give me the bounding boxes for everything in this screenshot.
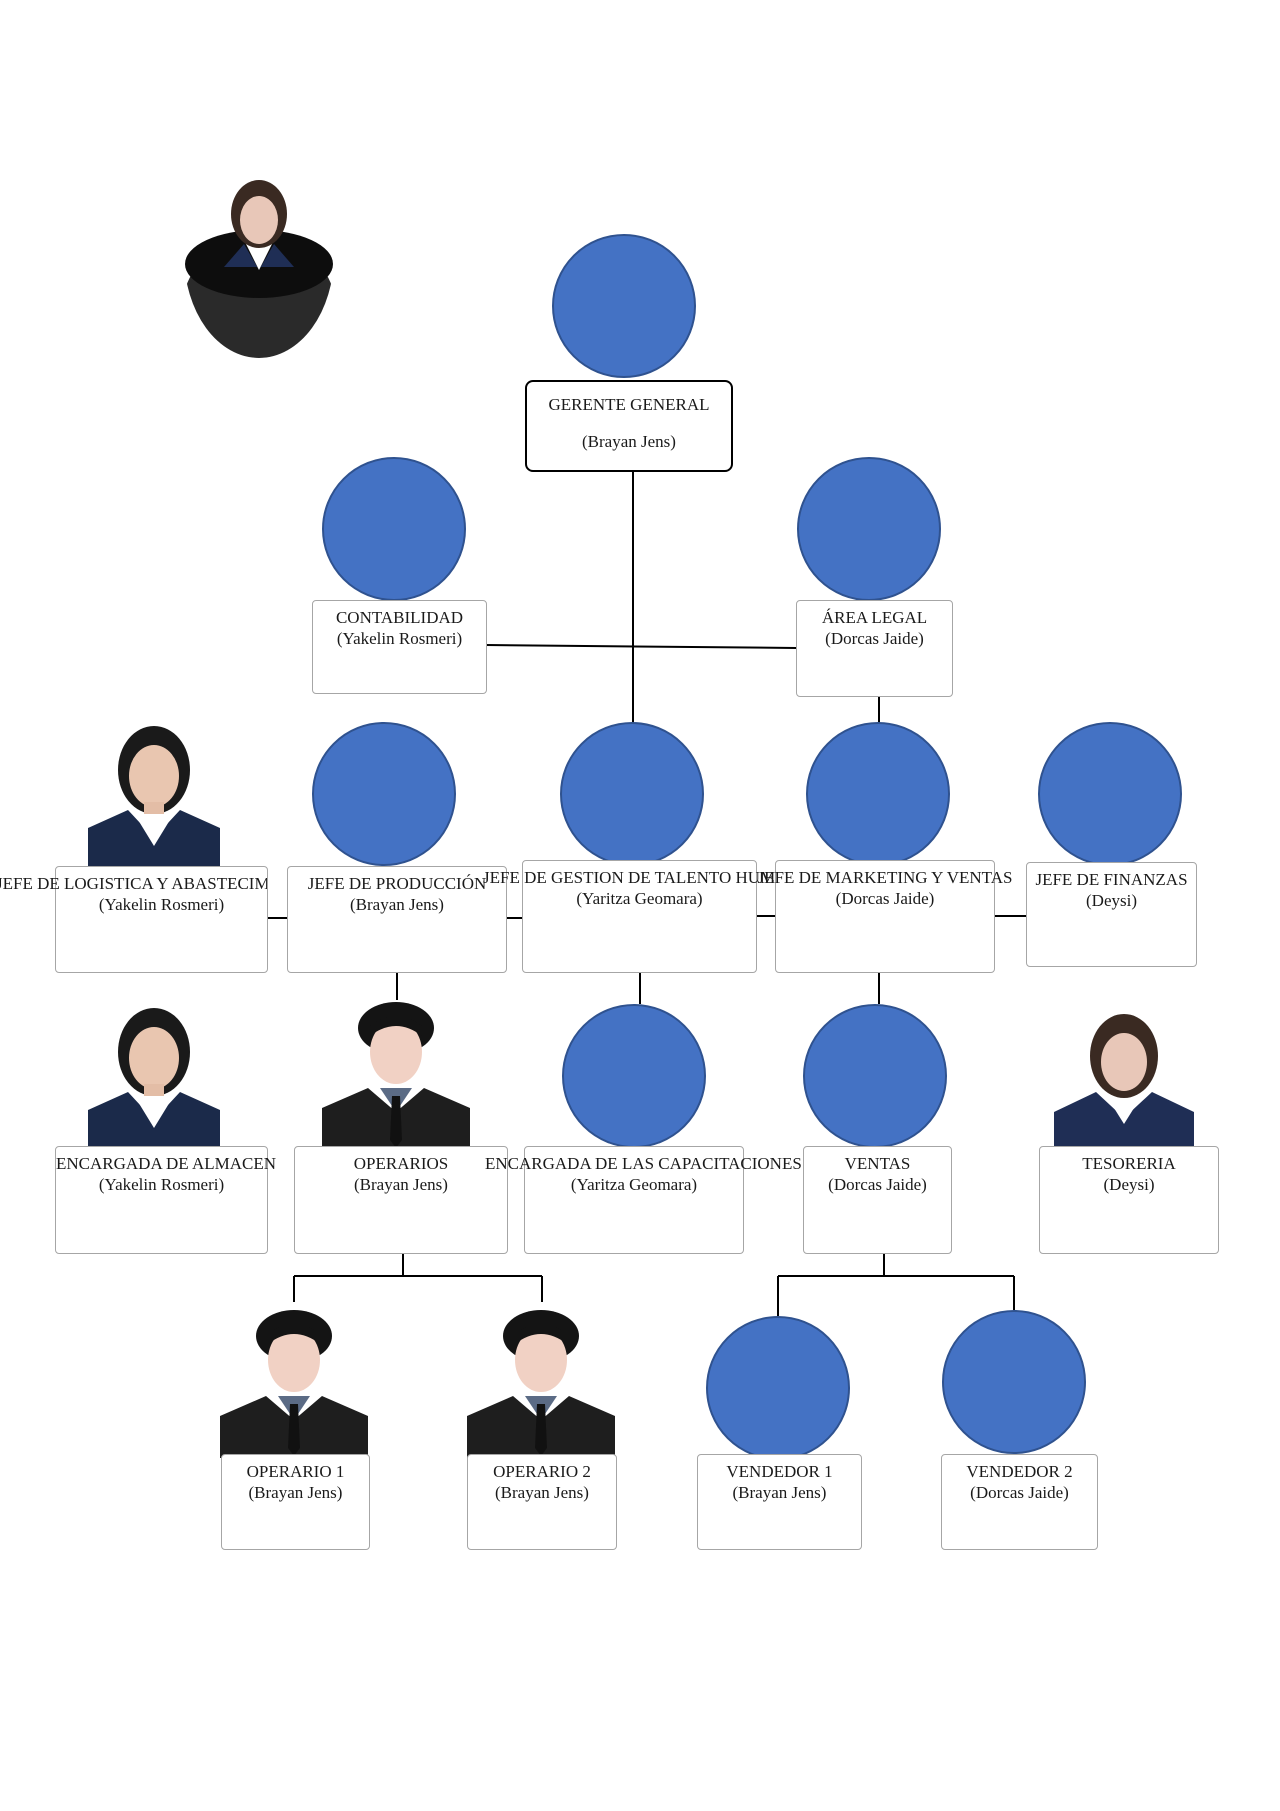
node-role: VENDEDOR 2	[966, 1462, 1073, 1481]
avatar-jefe-marketing	[806, 722, 950, 866]
node-jefe-logistica[interactable]: JEFE DE LOGISTICA Y ABASTECIMIENTO (Yake…	[0, 866, 268, 973]
node-role: JEFE DE GESTION DE TALENTO HUMANO	[483, 868, 813, 887]
node-vendedor-1[interactable]: VENDEDOR 1 (Brayan Jens)	[697, 1454, 862, 1550]
node-encargada-almacen[interactable]: ENCARGADA DE ALMACEN (Yakelin Rosmeri)	[55, 1146, 277, 1254]
node-jefe-marketing[interactable]: JEFE DE MARKETING Y VENTAS (Dorcas Jaide…	[758, 860, 1012, 973]
node-vendedor-2[interactable]: VENDEDOR 2 (Dorcas Jaide)	[941, 1454, 1098, 1550]
node-name: (Yaritza Geomara)	[576, 889, 703, 908]
node-role: VENTAS	[844, 1154, 911, 1173]
portrait-photo-tesoreria	[1050, 1000, 1198, 1150]
avatar-jefe-finanzas	[1038, 722, 1182, 866]
avatar-jefe-talento-humano	[560, 722, 704, 866]
node-jefe-produccion[interactable]: JEFE DE PRODUCCIÓN (Brayan Jens)	[287, 866, 507, 973]
node-role: VENDEDOR 1	[726, 1462, 833, 1481]
portrait-photo-logistica	[80, 718, 228, 868]
node-role: JEFE DE MARKETING Y VENTAS	[757, 868, 1013, 887]
node-role: OPERARIO 2	[493, 1462, 591, 1481]
node-operarios[interactable]: OPERARIOS (Brayan Jens)	[294, 1146, 508, 1254]
node-encargada-capacitaciones[interactable]: ENCARGADA DE LAS CAPACITACIONES (Yaritza…	[485, 1146, 802, 1254]
node-role: GERENTE GENERAL	[548, 395, 710, 414]
node-name: (Dorcas Jaide)	[825, 629, 924, 648]
portrait-photo-almacen	[80, 1000, 228, 1150]
avatar-ventas	[803, 1004, 947, 1148]
avatar-area-legal	[797, 457, 941, 601]
node-name: (Yakelin Rosmeri)	[98, 895, 225, 914]
node-name: (Yakelin Rosmeri)	[336, 629, 463, 648]
node-tesoreria[interactable]: TESORERIA (Deysi)	[1039, 1146, 1219, 1254]
node-role: JEFE DE FINANZAS	[1035, 870, 1188, 889]
node-name: (Brayan Jens)	[354, 1175, 448, 1194]
portrait-photo-operario-1	[220, 1308, 368, 1458]
node-name: (Deysi)	[1086, 891, 1137, 910]
node-name: (Dorcas Jaide)	[828, 1175, 927, 1194]
node-role: CONTABILIDAD	[335, 608, 464, 627]
node-name: (Dorcas Jaide)	[835, 889, 935, 908]
node-jefe-finanzas[interactable]: JEFE DE FINANZAS (Deysi)	[1026, 862, 1197, 967]
node-name: (Yakelin Rosmeri)	[98, 1175, 225, 1194]
node-role: OPERARIO 1	[246, 1462, 345, 1481]
node-role: ENCARGADA DE ALMACEN	[56, 1154, 277, 1173]
portrait-photo-operarios	[322, 1000, 470, 1150]
portrait-photo-operario-2	[467, 1308, 615, 1458]
node-name: (Yaritza Geomara)	[570, 1175, 698, 1194]
node-gerente-general[interactable]: GERENTE GENERAL (Brayan Jens)	[525, 380, 733, 472]
node-name: (Brayan Jens)	[248, 1483, 343, 1502]
node-name: (Brayan Jens)	[350, 895, 444, 914]
node-role: ENCARGADA DE LAS CAPACITACIONES	[485, 1154, 802, 1173]
node-name: (Brayan Jens)	[582, 432, 676, 451]
avatar-encargada-capacitaciones	[562, 1004, 706, 1148]
node-role: OPERARIOS	[353, 1154, 449, 1173]
node-role: ÁREA LEGAL	[821, 608, 928, 627]
avatar-contabilidad	[322, 457, 466, 601]
node-operario-2[interactable]: OPERARIO 2 (Brayan Jens)	[467, 1454, 617, 1550]
node-contabilidad[interactable]: CONTABILIDAD (Yakelin Rosmeri)	[312, 600, 487, 694]
node-jefe-talento-humano[interactable]: JEFE DE GESTION DE TALENTO HUMANO (Yarit…	[483, 860, 812, 973]
node-operario-1[interactable]: OPERARIO 1 (Brayan Jens)	[221, 1454, 370, 1550]
node-name: (Deysi)	[1103, 1175, 1155, 1194]
node-role: TESORERIA	[1082, 1154, 1176, 1173]
node-role: JEFE DE PRODUCCIÓN	[307, 874, 487, 893]
avatar-vendedor-1	[706, 1316, 850, 1460]
node-name: (Brayan Jens)	[732, 1483, 827, 1502]
avatar-jefe-produccion	[312, 722, 456, 866]
node-area-legal[interactable]: ÁREA LEGAL (Dorcas Jaide)	[796, 600, 953, 697]
portrait-photo-top-left	[184, 152, 334, 358]
connector-contabilidad-legal	[485, 644, 797, 649]
avatar-vendedor-2	[942, 1310, 1086, 1454]
node-name: (Dorcas Jaide)	[970, 1483, 1069, 1502]
avatar-gerente-general	[552, 234, 696, 378]
node-name: (Brayan Jens)	[495, 1483, 589, 1502]
node-ventas[interactable]: VENTAS (Dorcas Jaide)	[803, 1146, 952, 1254]
node-role: JEFE DE LOGISTICA Y ABASTECIMIENTO	[0, 874, 267, 893]
